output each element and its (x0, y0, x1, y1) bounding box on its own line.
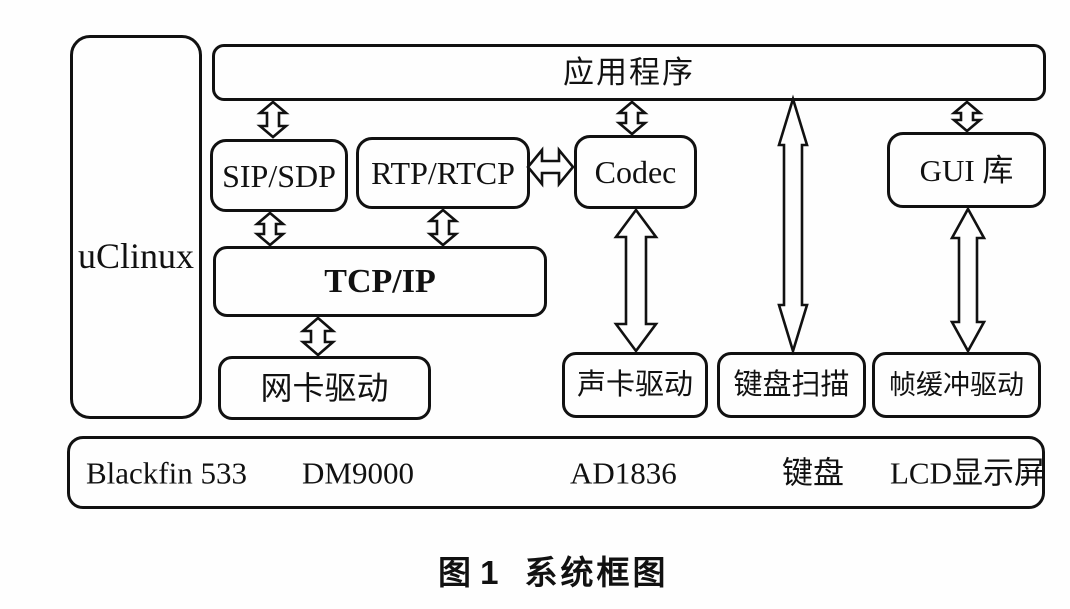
figure-caption: 图 1 系统框图 (438, 556, 669, 589)
arrow-guilib-fbdriver (949, 206, 987, 354)
figure-caption-label: 图 1 (438, 554, 499, 591)
hardware-item-lcd: LCD显示屏 (890, 455, 1045, 490)
block-rtp-rtcp: RTP/RTCP (356, 137, 530, 209)
hardware-item-blackfin: Blackfin 533 (86, 455, 247, 490)
block-uclinux: uClinux (70, 35, 202, 419)
arrow-tcpip-nicdriver (299, 316, 337, 357)
block-framebuffer-driver: 帧缓冲驱动 (872, 352, 1041, 418)
hardware-item-dm9000: DM9000 (302, 455, 414, 490)
arrow-app-sipsdp (256, 100, 290, 139)
arrow-app-keyboardscan (777, 94, 809, 356)
block-keyboard-scan: 键盘扫描 (717, 352, 866, 418)
arrow-codec-sounddriver (613, 207, 659, 354)
arrow-rtprtcp-codec (526, 146, 575, 188)
block-sound-driver: 声卡驱动 (562, 352, 708, 418)
figure-caption-title: 系统框图 (524, 554, 669, 591)
arrow-app-guilib (950, 100, 984, 133)
hardware-bar: Blackfin 533 DM9000 AD1836 键盘 LCD显示屏 (67, 436, 1045, 509)
block-nic-driver: 网卡驱动 (218, 356, 431, 420)
block-tcp-ip: TCP/IP (213, 246, 547, 317)
arrow-sipsdp-tcpip (253, 211, 287, 247)
arrow-app-codec (615, 100, 649, 136)
block-sip-sdp: SIP/SDP (210, 139, 348, 212)
block-application: 应用程序 (212, 44, 1046, 101)
arrow-rtprtcp-tcpip (426, 208, 460, 247)
block-codec: Codec (574, 135, 697, 209)
hardware-item-keyboard: 键盘 (782, 455, 844, 490)
block-gui-lib: GUI 库 (887, 132, 1046, 208)
hardware-item-ad1836: AD1836 (570, 455, 677, 490)
